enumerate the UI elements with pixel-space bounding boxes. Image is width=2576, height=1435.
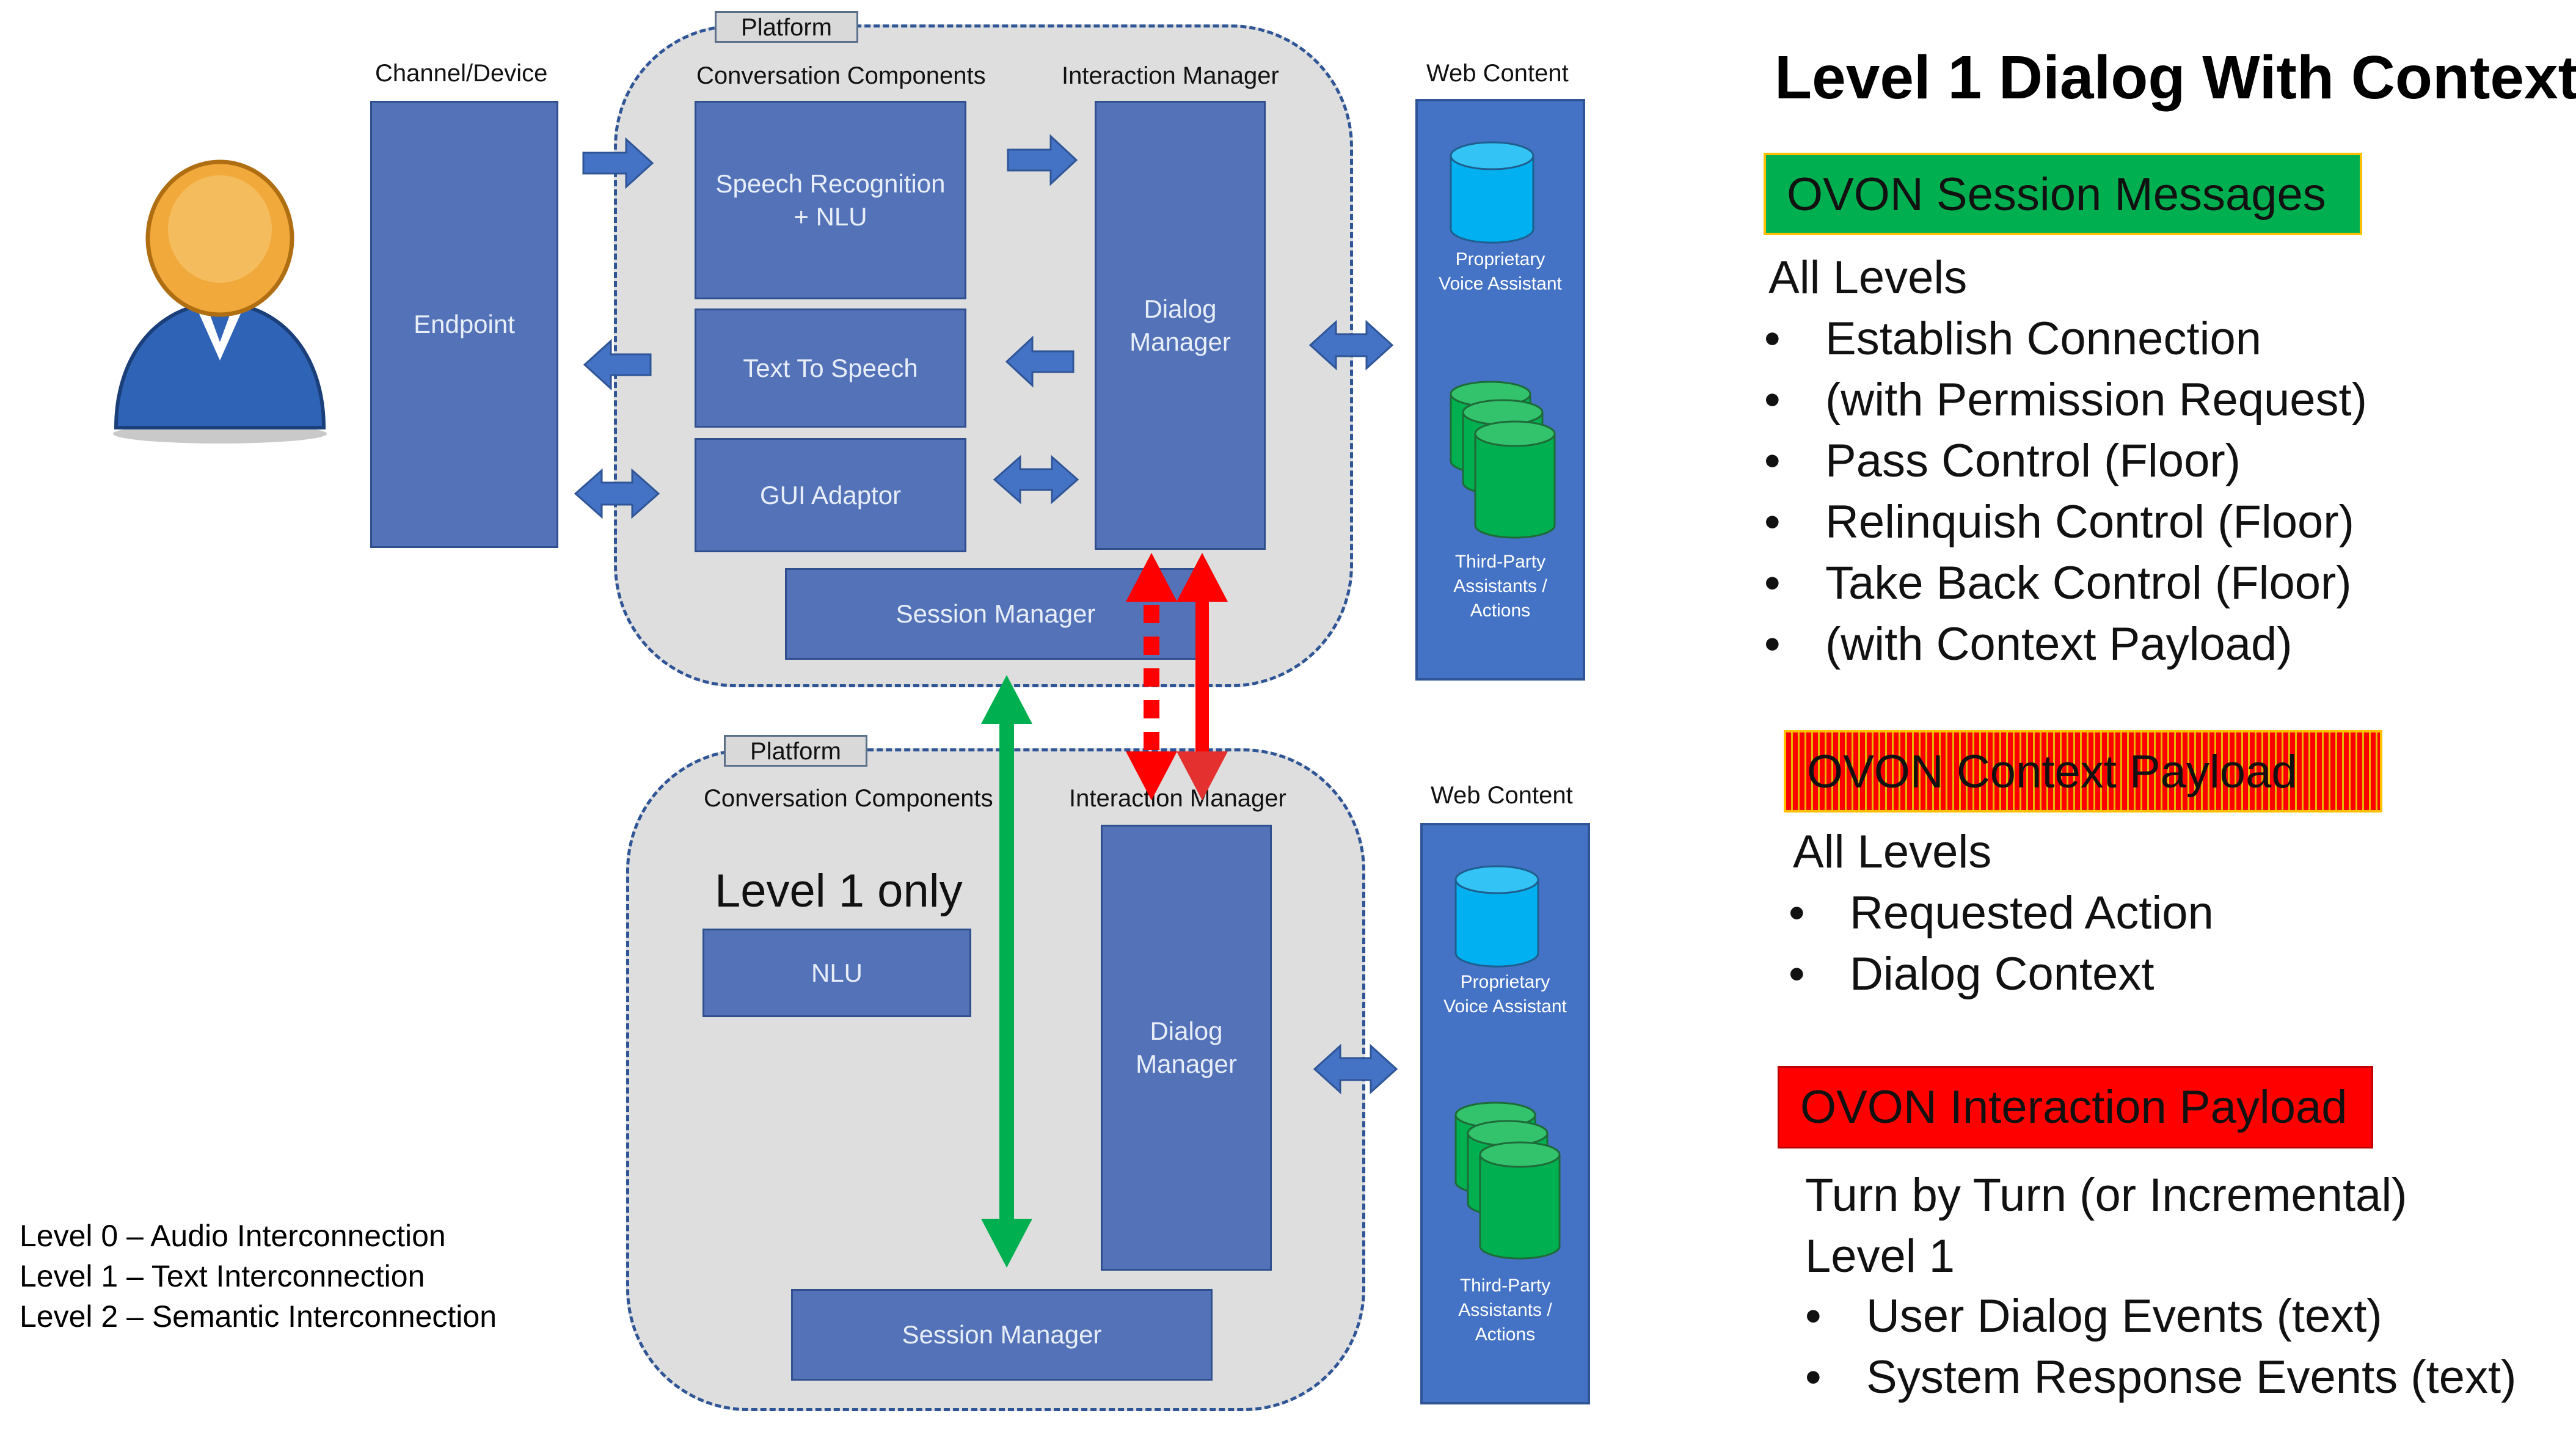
top-proprietary-db-icon <box>1450 141 1534 244</box>
context-item-0: •Requested Action <box>1789 887 2214 939</box>
bottom-session-manager-box: Session Manager <box>791 1289 1213 1381</box>
green-session-arrow-head-up <box>981 675 1032 724</box>
context-payload-subheader: All Levels <box>1793 826 1992 878</box>
top-third-party-db-icon <box>1450 381 1556 539</box>
arrow-to-speech-recognition <box>582 137 654 189</box>
bottom-third-party-db-icon <box>1454 1101 1561 1260</box>
bottom-conversation-components-label: Conversation Components <box>704 785 993 812</box>
gui-adaptor-box: GUI Adaptor <box>695 438 966 552</box>
interaction-item-0: •User Dialog Events (text) <box>1805 1290 2382 1342</box>
text-to-speech-box: Text To Speech <box>695 309 966 428</box>
arrow-bottom-dialog-web-bidirectional <box>1313 1043 1398 1095</box>
context-payload-header: OVON Context Payload <box>1784 730 2382 812</box>
session-item-0: •Establish Connection <box>1764 313 2261 365</box>
top-web-content-label: Web Content <box>1426 60 1569 87</box>
interaction-payload-line2: Level 1 <box>1805 1230 1955 1282</box>
page-title: Level 1 Dialog With Context <box>1775 43 2576 112</box>
top-dialog-manager-box: Dialog Manager <box>1095 101 1266 550</box>
session-item-1: •(with Permission Request) <box>1764 374 2367 426</box>
session-messages-subheader: All Levels <box>1768 252 1968 304</box>
session-item-5: •(with Context Payload) <box>1764 618 2293 670</box>
arrow-gui-dialog-bidirectional <box>993 455 1079 505</box>
legend-level-0: Level 0 – Audio Interconnection <box>20 1219 446 1253</box>
red-solid-arrow-head-down <box>1177 751 1228 800</box>
speech-recognition-box: Speech Recognition + NLU <box>695 101 966 299</box>
level-1-only-label: Level 1 only <box>715 865 963 917</box>
bottom-platform-tag: Platform <box>724 735 867 767</box>
red-dotted-arrow-head-up <box>1126 553 1177 602</box>
bottom-proprietary-db-icon <box>1454 865 1539 968</box>
interaction-payload-header: OVON Interaction Payload <box>1778 1066 2373 1148</box>
interaction-item-1: •System Response Events (text) <box>1805 1351 2517 1403</box>
red-solid-arrow-head-up <box>1177 553 1228 602</box>
legend-level-1: Level 1 – Text Interconnection <box>20 1259 425 1293</box>
channel-device-label: Channel/Device <box>375 60 548 87</box>
bottom-dialog-manager-box: Dialog Manager <box>1101 825 1272 1271</box>
bottom-web-content-label: Web Content <box>1431 782 1573 809</box>
top-conversation-components-label: Conversation Components <box>696 62 986 89</box>
interaction-payload-line1: Turn by Turn (or Incremental) <box>1805 1169 2407 1221</box>
endpoint-box: Endpoint <box>370 101 558 548</box>
legend-level-2: Level 2 – Semantic Interconnection <box>20 1299 497 1334</box>
bottom-third-party-caption: Third-Party Assistants / Actions <box>1458 1276 1552 1345</box>
bottom-interaction-manager-label: Interaction Manager <box>1069 785 1286 812</box>
arrow-gui-endpoint-bidirectional <box>574 468 660 519</box>
session-messages-header: OVON Session Messages <box>1764 153 2362 235</box>
session-item-4: •Take Back Control (Floor) <box>1764 557 2352 609</box>
top-proprietary-caption: Proprietary Voice Assistant <box>1439 249 1562 294</box>
arrow-dialog-to-tts <box>1005 335 1075 388</box>
session-item-3: •Relinquish Control (Floor) <box>1764 496 2354 548</box>
nlu-box: NLU <box>702 929 971 1017</box>
red-dotted-arrow-head-down <box>1126 751 1177 800</box>
top-third-party-caption: Third-Party Assistants / Actions <box>1453 552 1547 621</box>
user-avatar-icon <box>113 159 327 444</box>
top-interaction-manager-label: Interaction Manager <box>1062 62 1279 89</box>
green-session-arrow-head-down <box>981 1219 1032 1268</box>
arrow-speech-to-dialog <box>1007 134 1078 186</box>
arrow-from-tts <box>583 338 652 391</box>
session-item-2: •Pass Control (Floor) <box>1764 435 2241 487</box>
arrow-top-dialog-web-bidirectional <box>1308 319 1394 371</box>
bottom-proprietary-caption: Proprietary Voice Assistant <box>1443 972 1567 1017</box>
top-platform-tag: Platform <box>715 11 858 43</box>
context-item-1: •Dialog Context <box>1789 948 2155 1000</box>
